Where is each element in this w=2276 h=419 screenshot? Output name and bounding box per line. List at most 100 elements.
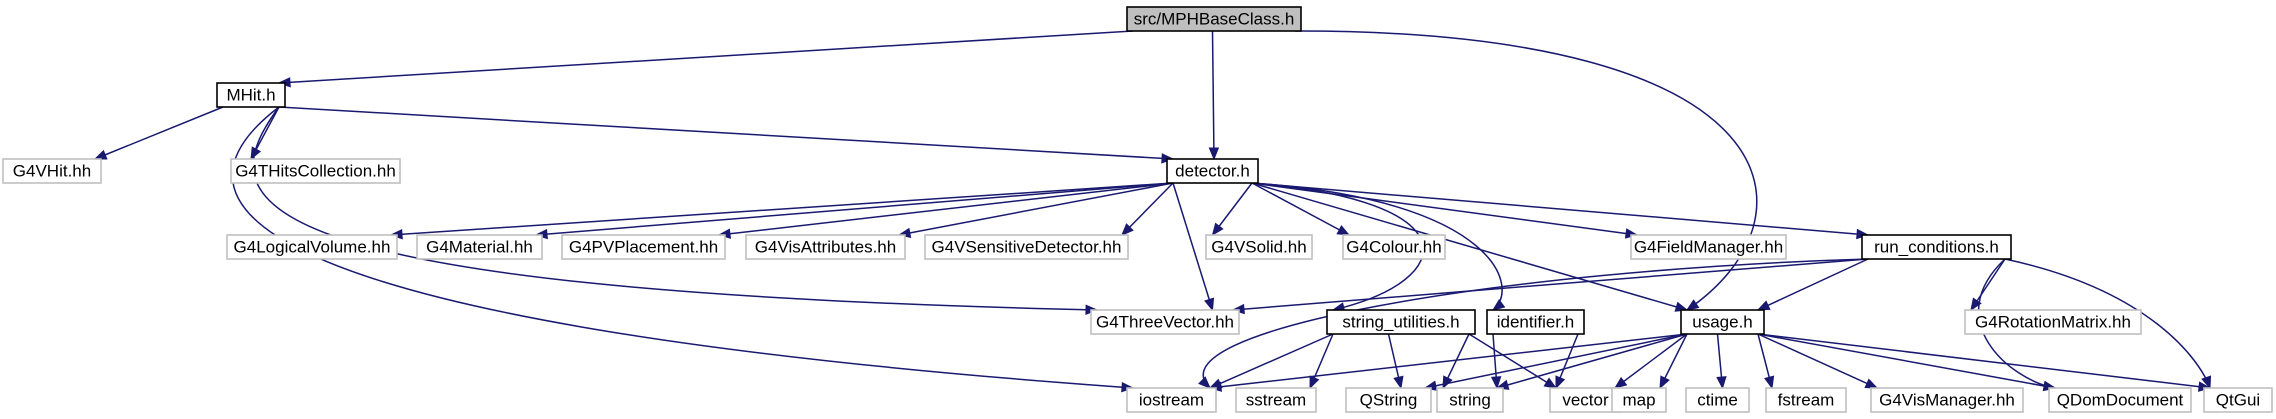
node-vector: vector (1549, 387, 1622, 413)
edge-line (1757, 333, 2056, 389)
edge-usage-to-ctime (1716, 333, 1727, 390)
node-g4material: G4Material.hh (416, 234, 543, 260)
edge-arrowhead (1198, 376, 1211, 389)
edge-line (278, 106, 1174, 160)
node-label: string (1449, 390, 1491, 409)
edge-usage-to-g4vismgr (1757, 333, 1879, 389)
node-box (1870, 387, 2024, 413)
edge-mhit-to-g4threevec (252, 106, 1099, 315)
node-label: vector (1562, 390, 1609, 409)
edge-line (1757, 333, 2211, 389)
node-box (561, 234, 726, 260)
edge-line (1424, 333, 1688, 389)
node-detector[interactable]: detector.h (1166, 158, 1259, 184)
node-label: run_conditions.h (1874, 237, 1999, 256)
node-ctime: ctime (1685, 387, 1750, 413)
edge-arrowhead (1309, 375, 1320, 390)
edge-line (1121, 182, 1174, 236)
node-root[interactable]: src/MPHBaseClass.h (1126, 6, 1302, 32)
node-label: QtGui (2216, 390, 2260, 409)
node-box (1964, 309, 2142, 335)
edge-strutil-to-qstring (1387, 333, 1404, 390)
edges-layer (93, 30, 2212, 393)
edge-detector-to-g4pvplacement (717, 182, 1174, 239)
edge-line (1614, 333, 1688, 389)
node-label: string_utilities.h (1342, 312, 1459, 331)
node-label: G4VSensitiveDetector.hh (932, 237, 1122, 256)
node-label: QDomDocument (2057, 390, 2184, 409)
edge-arrowhead (1864, 378, 1879, 389)
edge-detector-to-g4colour (1251, 182, 1351, 236)
node-box (2203, 387, 2273, 413)
edge-arrowhead (1543, 377, 1558, 389)
edge-arrowhead (2201, 375, 2212, 390)
edge-usage-to-vector (1613, 333, 1688, 389)
node-box (924, 234, 1129, 260)
node-strutil[interactable]: string_utilities.h (1326, 309, 1476, 335)
node-box (1436, 387, 1504, 413)
edge-line (718, 182, 1174, 236)
node-box (1685, 387, 1750, 413)
node-g4vsolid: G4VSolid.hh (1205, 234, 1313, 260)
node-identifier[interactable]: identifier.h (1486, 309, 1585, 335)
node-runcond[interactable]: run_conditions.h (1861, 234, 2012, 260)
node-box (1630, 234, 1787, 260)
node-g4colour: G4Colour.hh (1342, 234, 1446, 260)
edge-runcond-to-iostream (1198, 258, 1869, 389)
edge-arrowhead (93, 149, 108, 160)
edge-arrowhead (1490, 376, 1502, 390)
edge-line (390, 182, 1174, 236)
node-label: detector.h (1175, 161, 1250, 180)
node-box (230, 158, 401, 184)
node-box (1166, 158, 1259, 184)
edge-arrowhead (1204, 297, 1215, 312)
node-label: QString (1360, 390, 1418, 409)
edge-detector-to-g4material (534, 182, 1174, 240)
node-qstring: QString (1345, 387, 1432, 413)
edge-identifier-to-vector (1555, 333, 1579, 390)
edge-usage-to-fstream (1757, 333, 1775, 390)
node-box (1090, 309, 1240, 335)
node-usage[interactable]: usage.h (1680, 309, 1765, 335)
node-box (1126, 6, 1302, 32)
edge-line (535, 182, 1174, 236)
edge-detector-to-usage (1251, 182, 1689, 312)
node-label: G4VSolid.hh (1211, 237, 1306, 256)
edge-line (1251, 182, 1503, 311)
node-label: G4PVPlacement.hh (569, 237, 718, 256)
node-qdomdoc: QDomDocument (2048, 387, 2192, 413)
node-box (216, 82, 286, 108)
edge-line (1496, 333, 1688, 389)
edge-root-to-detector (1208, 30, 1220, 161)
edge-arrowhead (1211, 222, 1224, 237)
edge-arrowhead (1613, 376, 1628, 389)
edge-line (1251, 182, 1688, 311)
node-label: G4VisManager.hh (1879, 390, 2015, 409)
edge-identifier-to-string (1490, 333, 1502, 390)
node-label: G4VisAttributes.hh (755, 237, 896, 256)
node-label: fstream (1778, 390, 1835, 409)
edge-root-to-mhit (277, 30, 1134, 88)
node-box (1326, 309, 1476, 335)
node-string: string (1436, 387, 1504, 413)
node-box (2048, 387, 2192, 413)
node-box (2, 158, 102, 184)
edge-arrowhead (1208, 147, 1220, 161)
node-box (1765, 387, 1847, 413)
edge-strutil-to-vector (1468, 333, 1558, 389)
edge-line (1202, 258, 1869, 389)
node-g4pvplacement: G4PVPlacement.hh (561, 234, 726, 260)
node-iostream: iostream (1126, 387, 1217, 413)
node-label: ctime (1697, 390, 1738, 409)
edge-arrowhead (1491, 298, 1506, 311)
node-mhit[interactable]: MHit.h (216, 82, 286, 108)
node-g4threevec: G4ThreeVector.hh (1090, 309, 1240, 335)
node-box (1342, 234, 1446, 260)
node-box (1549, 387, 1622, 413)
node-box (1680, 309, 1765, 335)
node-label: G4LogicalVolume.hh (234, 237, 391, 256)
edge-detector-to-g4vsensdet (1121, 182, 1174, 236)
edge-line (2004, 258, 2211, 389)
edge-line (278, 30, 1134, 84)
edge-line (1757, 333, 1878, 389)
